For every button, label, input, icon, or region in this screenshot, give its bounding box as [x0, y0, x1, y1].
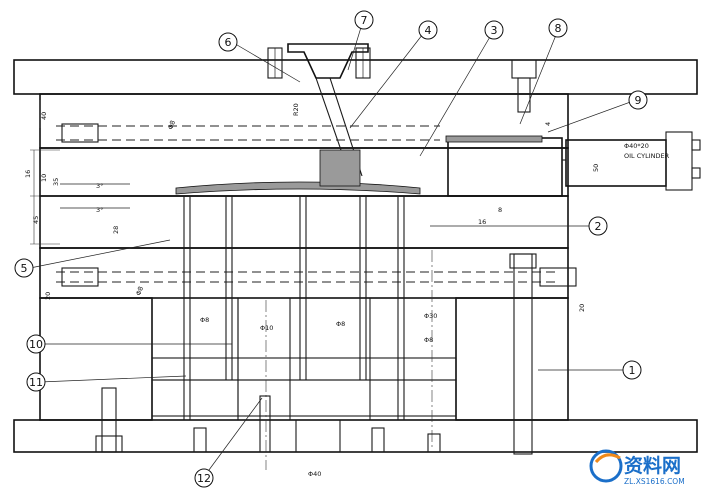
callout-10: 10	[26, 334, 46, 354]
callout-label: 7	[361, 14, 368, 27]
dim-45: 45	[32, 216, 40, 224]
dim-20-left: 20	[44, 292, 52, 300]
callout-7: 7	[354, 10, 374, 30]
dim-16-b: 16	[478, 218, 486, 226]
dim-phi8-a: Φ8	[166, 119, 177, 130]
callout-2: 2	[588, 216, 608, 236]
molded-part	[175, 181, 421, 195]
sprue-bushing	[287, 43, 369, 79]
callout-11: 11	[26, 372, 46, 392]
watermark-url: ZL.XS1616.COM	[624, 477, 685, 486]
cooling-fittings	[61, 123, 577, 287]
core-plate	[39, 195, 569, 249]
cylinder-name: OIL CYLINDER	[624, 152, 670, 160]
leader-lines	[29, 23, 637, 475]
oil-cylinder	[565, 139, 667, 187]
callout-3: 3	[484, 20, 504, 40]
watermark: 资料网 ZL.XS1616.COM	[589, 449, 685, 486]
bottom-clamp-plate	[13, 419, 698, 453]
callout-label: 8	[555, 22, 562, 35]
callout-6: 6	[218, 32, 238, 52]
support-plate	[39, 247, 569, 299]
callout-label: 4	[425, 24, 432, 37]
dim-phi8-b: Φ8	[134, 285, 145, 296]
callout-label: 2	[595, 220, 602, 233]
dim-16: 16	[24, 170, 32, 178]
dim-phi8-d: Φ8	[336, 320, 345, 328]
ejector-box-right	[369, 297, 457, 421]
dim-3deg-a: 3°	[96, 182, 103, 190]
callout-label: 5	[21, 262, 28, 275]
dim-20-right: 20	[578, 304, 586, 312]
cylinder-size: Φ40*20	[624, 142, 649, 150]
guide-pillar-top	[511, 59, 537, 79]
dim-10: 10	[40, 174, 48, 182]
dim-8: 8	[498, 206, 502, 214]
dim-35: 35	[52, 178, 60, 186]
dim-50: 50	[592, 164, 600, 172]
callout-label: 10	[29, 338, 43, 351]
dim-3deg-b: 3°	[96, 206, 103, 214]
dim-phi10: Φ10	[260, 324, 273, 332]
callout-label: 12	[197, 472, 211, 485]
dim-28: 28	[112, 226, 120, 234]
callout-label: 9	[635, 94, 642, 107]
callout-5: 5	[14, 258, 34, 278]
dim-40: 40	[40, 112, 48, 120]
watermark-logo-icon	[589, 449, 623, 483]
watermark-brand: 资料网	[624, 454, 681, 477]
ejector-retainer-plate	[151, 357, 457, 381]
callout-label: 3	[491, 24, 498, 37]
callout-8: 8	[548, 18, 568, 38]
dim-r20: R20	[292, 103, 300, 116]
return-pin-right	[513, 253, 533, 455]
slider-block	[447, 137, 563, 197]
dim-phi8-e: Φ8	[424, 336, 433, 344]
callout-4: 4	[418, 20, 438, 40]
ejector-plate	[151, 379, 457, 417]
dim-phi30: Φ30	[424, 312, 437, 320]
dim-4: 4	[544, 122, 552, 126]
knockout-hole	[295, 419, 341, 453]
bottom-screws	[193, 395, 441, 453]
callout-label: 1	[629, 364, 636, 377]
callout-label: 6	[225, 36, 232, 49]
dim-phi40: Φ40	[308, 470, 321, 478]
spacer-block-right	[455, 297, 569, 421]
spacer-block-left	[39, 297, 153, 421]
callout-1: 1	[622, 360, 642, 380]
callout-label: 11	[29, 376, 43, 389]
center-support	[237, 297, 291, 421]
callout-9: 9	[628, 90, 648, 110]
ejector-pins	[183, 196, 405, 420]
dim-phi8-c: Φ8	[200, 316, 209, 324]
callout-12: 12	[194, 468, 214, 488]
ejector-box-left	[151, 297, 239, 421]
